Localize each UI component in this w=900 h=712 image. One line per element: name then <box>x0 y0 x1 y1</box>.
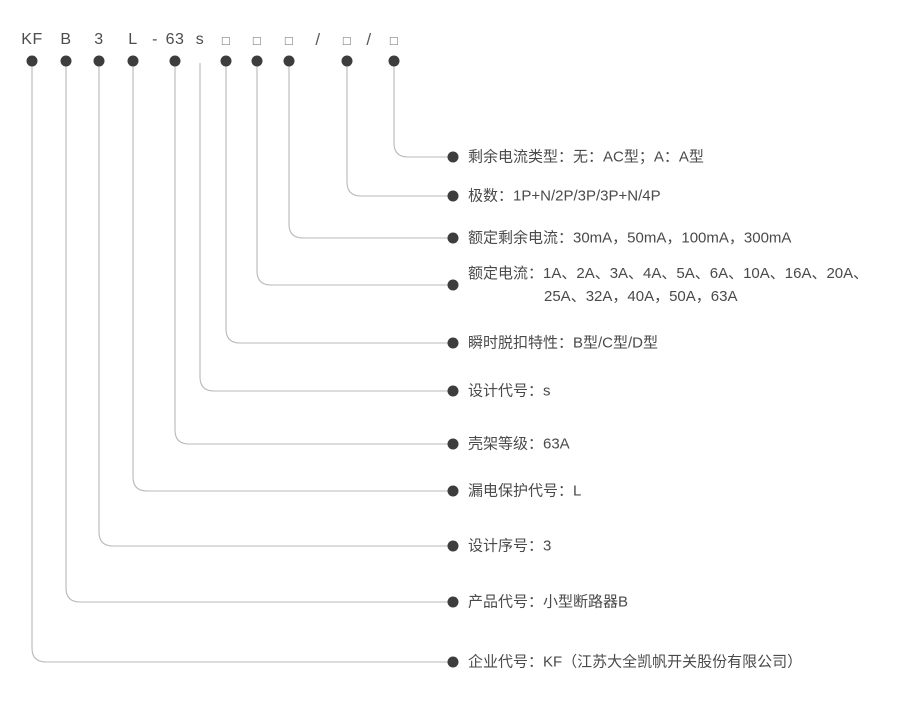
callout-text-primary: 额定电流：1A、2A、3A、4A、5A、6A、10A、16A、20A、 <box>468 265 869 282</box>
callout-label-earth-leakage-protection-code: 漏电保护代号：L <box>468 480 581 503</box>
callout-dot-instantaneous-trip-characteristic <box>447 337 459 349</box>
callout-text-primary: 漏电保护代号：L <box>468 482 582 500</box>
callout-dot-enterprise-code <box>447 656 459 668</box>
callout-text-primary: 剩余电流类型：无：AC型；A：A型 <box>468 148 704 166</box>
model-code-char-12: / <box>366 30 372 49</box>
callout-text-primary: 企业代号：KF（江苏大全凯帆开关股份有限公司） <box>468 653 803 671</box>
callout-text-primary: 瞬时脱扣特性：B型/C型/D型 <box>468 334 659 352</box>
callout-text-primary: 壳架等级：63A <box>468 435 570 453</box>
callout-dot-rated-residual-current <box>447 232 459 244</box>
leader-line-design-code <box>199 75 448 392</box>
model-code-char-1: B <box>60 31 72 48</box>
leader-line-frame-rating <box>174 66 448 445</box>
callout-text-primary: 设计序号：3 <box>468 537 552 555</box>
leader-line-instantaneous-trip-characteristic <box>225 66 448 344</box>
model-code-char-8: □ <box>252 33 262 48</box>
callout-text-secondary: 25A、32A，40A，50A，63A <box>544 288 738 305</box>
callout-text-primary: 额定剩余电流：30mA，50mA，100mA，300mA <box>468 229 792 247</box>
callout-label-residual-current-type: 剩余电流类型：无：AC型；A：A型 <box>468 146 704 169</box>
callout-dot-earth-leakage-protection-code <box>447 485 459 497</box>
callout-dot-pole-number <box>447 190 459 202</box>
model-code-row: KF B 3 L-63 s □ □ □ / □ / □ <box>0 0 900 70</box>
callout-text-primary: 设计代号：s <box>468 382 551 400</box>
model-code-char-9: □ <box>284 33 294 48</box>
callout-label-rated-residual-current: 额定剩余电流：30mA，50mA，100mA，300mA <box>468 227 791 250</box>
model-code-char-11: □ <box>342 33 352 48</box>
model-code-char-5: 63 <box>165 31 185 48</box>
callout-text-primary: 产品代号：小型断路器B <box>468 593 629 611</box>
model-code-char-3: L <box>128 31 138 48</box>
callout-label-design-code: 设计代号：s <box>468 380 551 403</box>
model-code-char-13: □ <box>389 33 399 48</box>
callout-dot-rated-current <box>447 279 459 291</box>
leader-line-residual-current-type <box>393 66 448 158</box>
callout-label-design-serial-number: 设计序号：3 <box>468 535 551 558</box>
model-code-char-0: KF <box>21 31 43 48</box>
leader-line-earth-leakage-protection-code <box>132 66 448 492</box>
callout-label-enterprise-code: 企业代号：KF（江苏大全凯帆开关股份有限公司） <box>468 651 802 674</box>
callout-dot-design-code <box>447 385 459 397</box>
callout-dot-product-code <box>447 596 459 608</box>
leader-line-rated-residual-current <box>288 66 448 239</box>
callout-label-product-code: 产品代号：小型断路器B <box>468 591 628 614</box>
model-code-char-4: - <box>152 31 158 48</box>
leader-line-pole-number <box>346 66 448 197</box>
leader-line-design-serial-number <box>98 66 448 547</box>
callout-dot-residual-current-type <box>447 151 459 163</box>
callout-label-instantaneous-trip-characteristic: 瞬时脱扣特性：B型/C型/D型 <box>468 332 658 355</box>
model-code-char-6: s <box>195 31 205 48</box>
model-code-char-2: 3 <box>94 31 104 48</box>
callout-dot-frame-rating <box>447 438 459 450</box>
leader-line-rated-current <box>256 66 448 286</box>
callout-text-primary: 极数：1P+N/2P/3P/3P+N/4P <box>468 187 661 205</box>
callout-label-pole-number: 极数：1P+N/2P/3P/3P+N/4P <box>468 185 661 208</box>
model-code-char-10: / <box>315 30 321 49</box>
callout-label-rated-current: 额定电流：1A、2A、3A、4A、5A、6A、10A、16A、20A、 25A、3… <box>468 262 868 308</box>
callout-label-frame-rating: 壳架等级：63A <box>468 433 570 456</box>
model-code-char-7: □ <box>221 33 231 48</box>
leader-line-product-code <box>65 66 448 603</box>
callout-dot-design-serial-number <box>447 540 459 552</box>
leader-line-enterprise-code <box>31 66 448 663</box>
